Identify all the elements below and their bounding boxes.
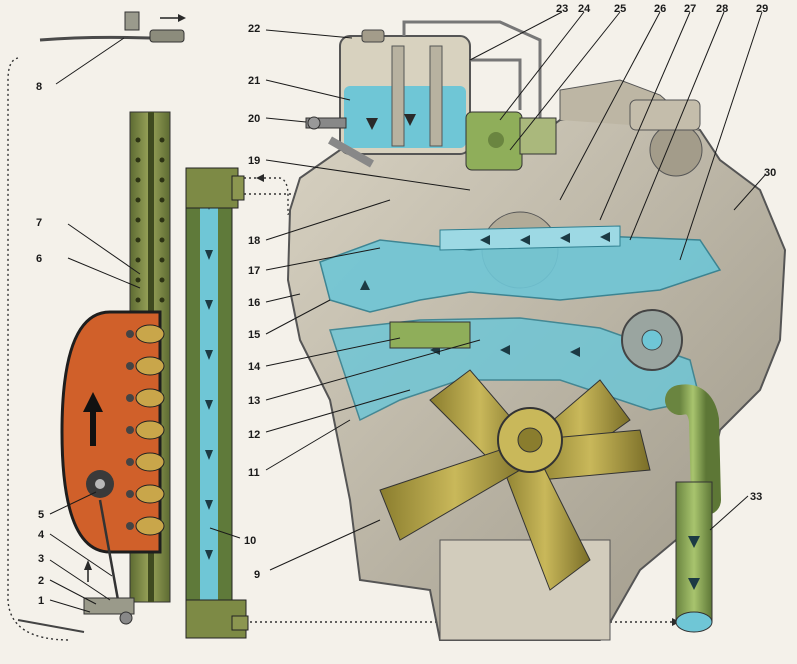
lower-radiator-hose <box>665 384 721 633</box>
callout-15: 15 <box>248 329 260 341</box>
callout-6: 6 <box>36 253 42 265</box>
shutter-blade-icon <box>135 324 165 536</box>
callout-8: 8 <box>36 81 42 93</box>
fan <box>379 369 651 591</box>
callout-30: 30 <box>764 167 776 179</box>
callout-33: 33 <box>750 491 762 503</box>
shutter-pivots <box>126 330 134 530</box>
callout-27: 27 <box>684 3 696 15</box>
callout-5: 5 <box>38 509 44 521</box>
heater-tap <box>305 116 374 168</box>
callout-21: 21 <box>248 75 260 87</box>
callout-18: 18 <box>248 235 260 247</box>
callout-20: 20 <box>248 113 260 125</box>
callout-leaders <box>49 11 767 613</box>
callout-13: 13 <box>248 395 260 407</box>
shutter-frame-holes <box>135 137 165 303</box>
callout-9: 9 <box>254 569 260 581</box>
callout-1: 1 <box>38 595 44 607</box>
callout-19: 19 <box>248 155 260 167</box>
callout-29: 29 <box>756 3 768 15</box>
shutter-control-drive <box>7 11 186 641</box>
callout-3: 3 <box>38 553 44 565</box>
expansion-tank <box>339 20 542 155</box>
callout-10: 10 <box>244 535 256 547</box>
valve-housing <box>465 111 557 171</box>
flow-arrow-icon <box>83 392 103 446</box>
radiator <box>185 167 249 639</box>
shutter-detail-panel <box>60 310 165 554</box>
shutter-linkage <box>17 499 135 633</box>
callout-22: 22 <box>248 23 260 35</box>
callout-2: 2 <box>38 575 44 587</box>
callout-24: 24 <box>578 3 591 15</box>
callout-4: 4 <box>38 529 45 541</box>
callout-23: 23 <box>556 3 568 15</box>
callout-labels: 1 2 3 4 5 6 7 8 9 10 11 12 13 14 15 16 1… <box>36 3 776 607</box>
callout-14: 14 <box>248 361 261 373</box>
callout-7: 7 <box>36 217 42 229</box>
callout-28: 28 <box>716 3 728 15</box>
callout-17: 17 <box>248 265 260 277</box>
callout-11: 11 <box>248 467 260 479</box>
fan-hub-icon <box>497 407 563 473</box>
callout-26: 26 <box>654 3 666 15</box>
callout-25: 25 <box>614 3 626 15</box>
callout-16: 16 <box>248 297 260 309</box>
callout-12: 12 <box>248 429 260 441</box>
